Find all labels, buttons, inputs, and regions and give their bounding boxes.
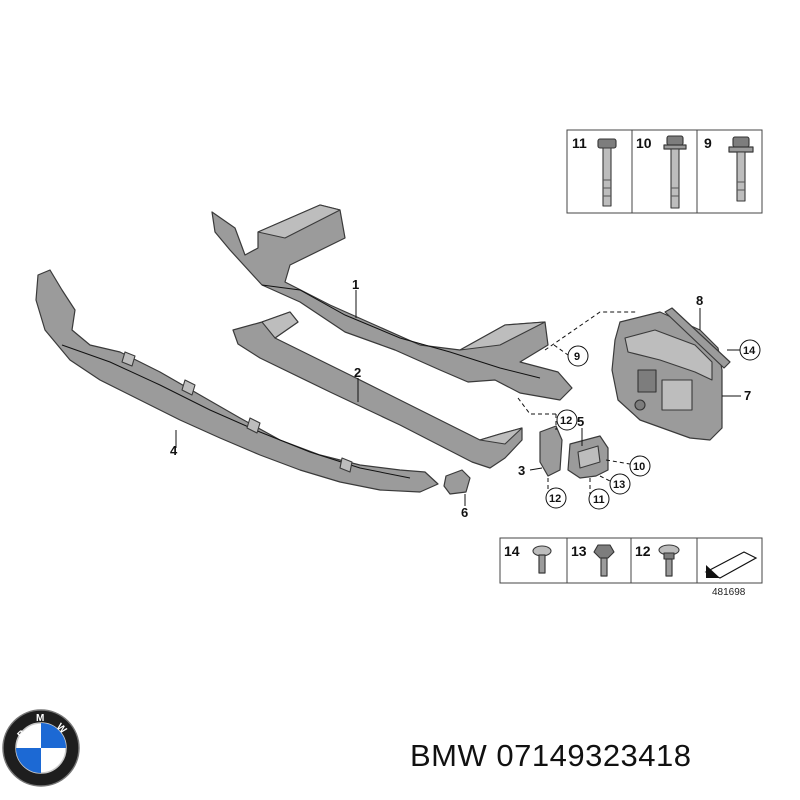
part-6-clip (443, 469, 471, 495)
part-2-beam (232, 311, 523, 469)
part-8-strip (664, 307, 731, 369)
callout-13: 13 (613, 479, 625, 491)
screw-13-icon (593, 544, 615, 577)
product-caption: BMW 07149323418 (410, 738, 692, 773)
callout-11: 11 (593, 494, 605, 506)
box-label-10: 10 (636, 135, 652, 151)
part-1-carrier (211, 204, 573, 401)
part-7-side-bracket (611, 311, 723, 441)
direction-arrow-icon (704, 551, 758, 579)
part-label-4: 4 (170, 443, 178, 458)
part-label-8: 8 (696, 293, 703, 308)
part-label-3: 3 (518, 463, 525, 478)
part-label-5: 5 (577, 414, 584, 429)
bolt-10-icon (663, 135, 687, 209)
bolt-box-top: 11 10 9 (566, 129, 763, 214)
bolt-11-icon (597, 138, 617, 207)
part-5-holder (567, 435, 609, 479)
bolt-9-icon (728, 136, 754, 202)
callout-12-lower: 12 (549, 493, 561, 505)
callout-12-upper: 12 (560, 415, 572, 427)
part-4-lower-guide (35, 269, 439, 493)
box-label-9: 9 (704, 135, 712, 151)
part-label-2: 2 (354, 365, 361, 380)
screw-14-icon (532, 545, 552, 574)
box-label-12: 12 (635, 543, 651, 559)
callout-14: 14 (743, 345, 756, 357)
part-label-1: 1 (352, 277, 359, 292)
callout-10: 10 (633, 461, 645, 473)
box-label-11: 11 (572, 135, 587, 151)
box-label-13: 13 (571, 543, 587, 559)
part-label-6: 6 (461, 505, 468, 520)
screw-box-bottom: 14 13 12 (499, 537, 763, 584)
part-label-7: 7 (744, 388, 751, 403)
part-3-bracket (539, 425, 563, 477)
callout-9: 9 (574, 351, 580, 363)
svg-text:M: M (36, 713, 44, 724)
diagram-reference-number: 481698 (712, 587, 746, 598)
bmw-logo-icon: B M W (2, 709, 80, 787)
box-label-14: 14 (504, 543, 520, 559)
screw-12-icon (658, 544, 680, 577)
